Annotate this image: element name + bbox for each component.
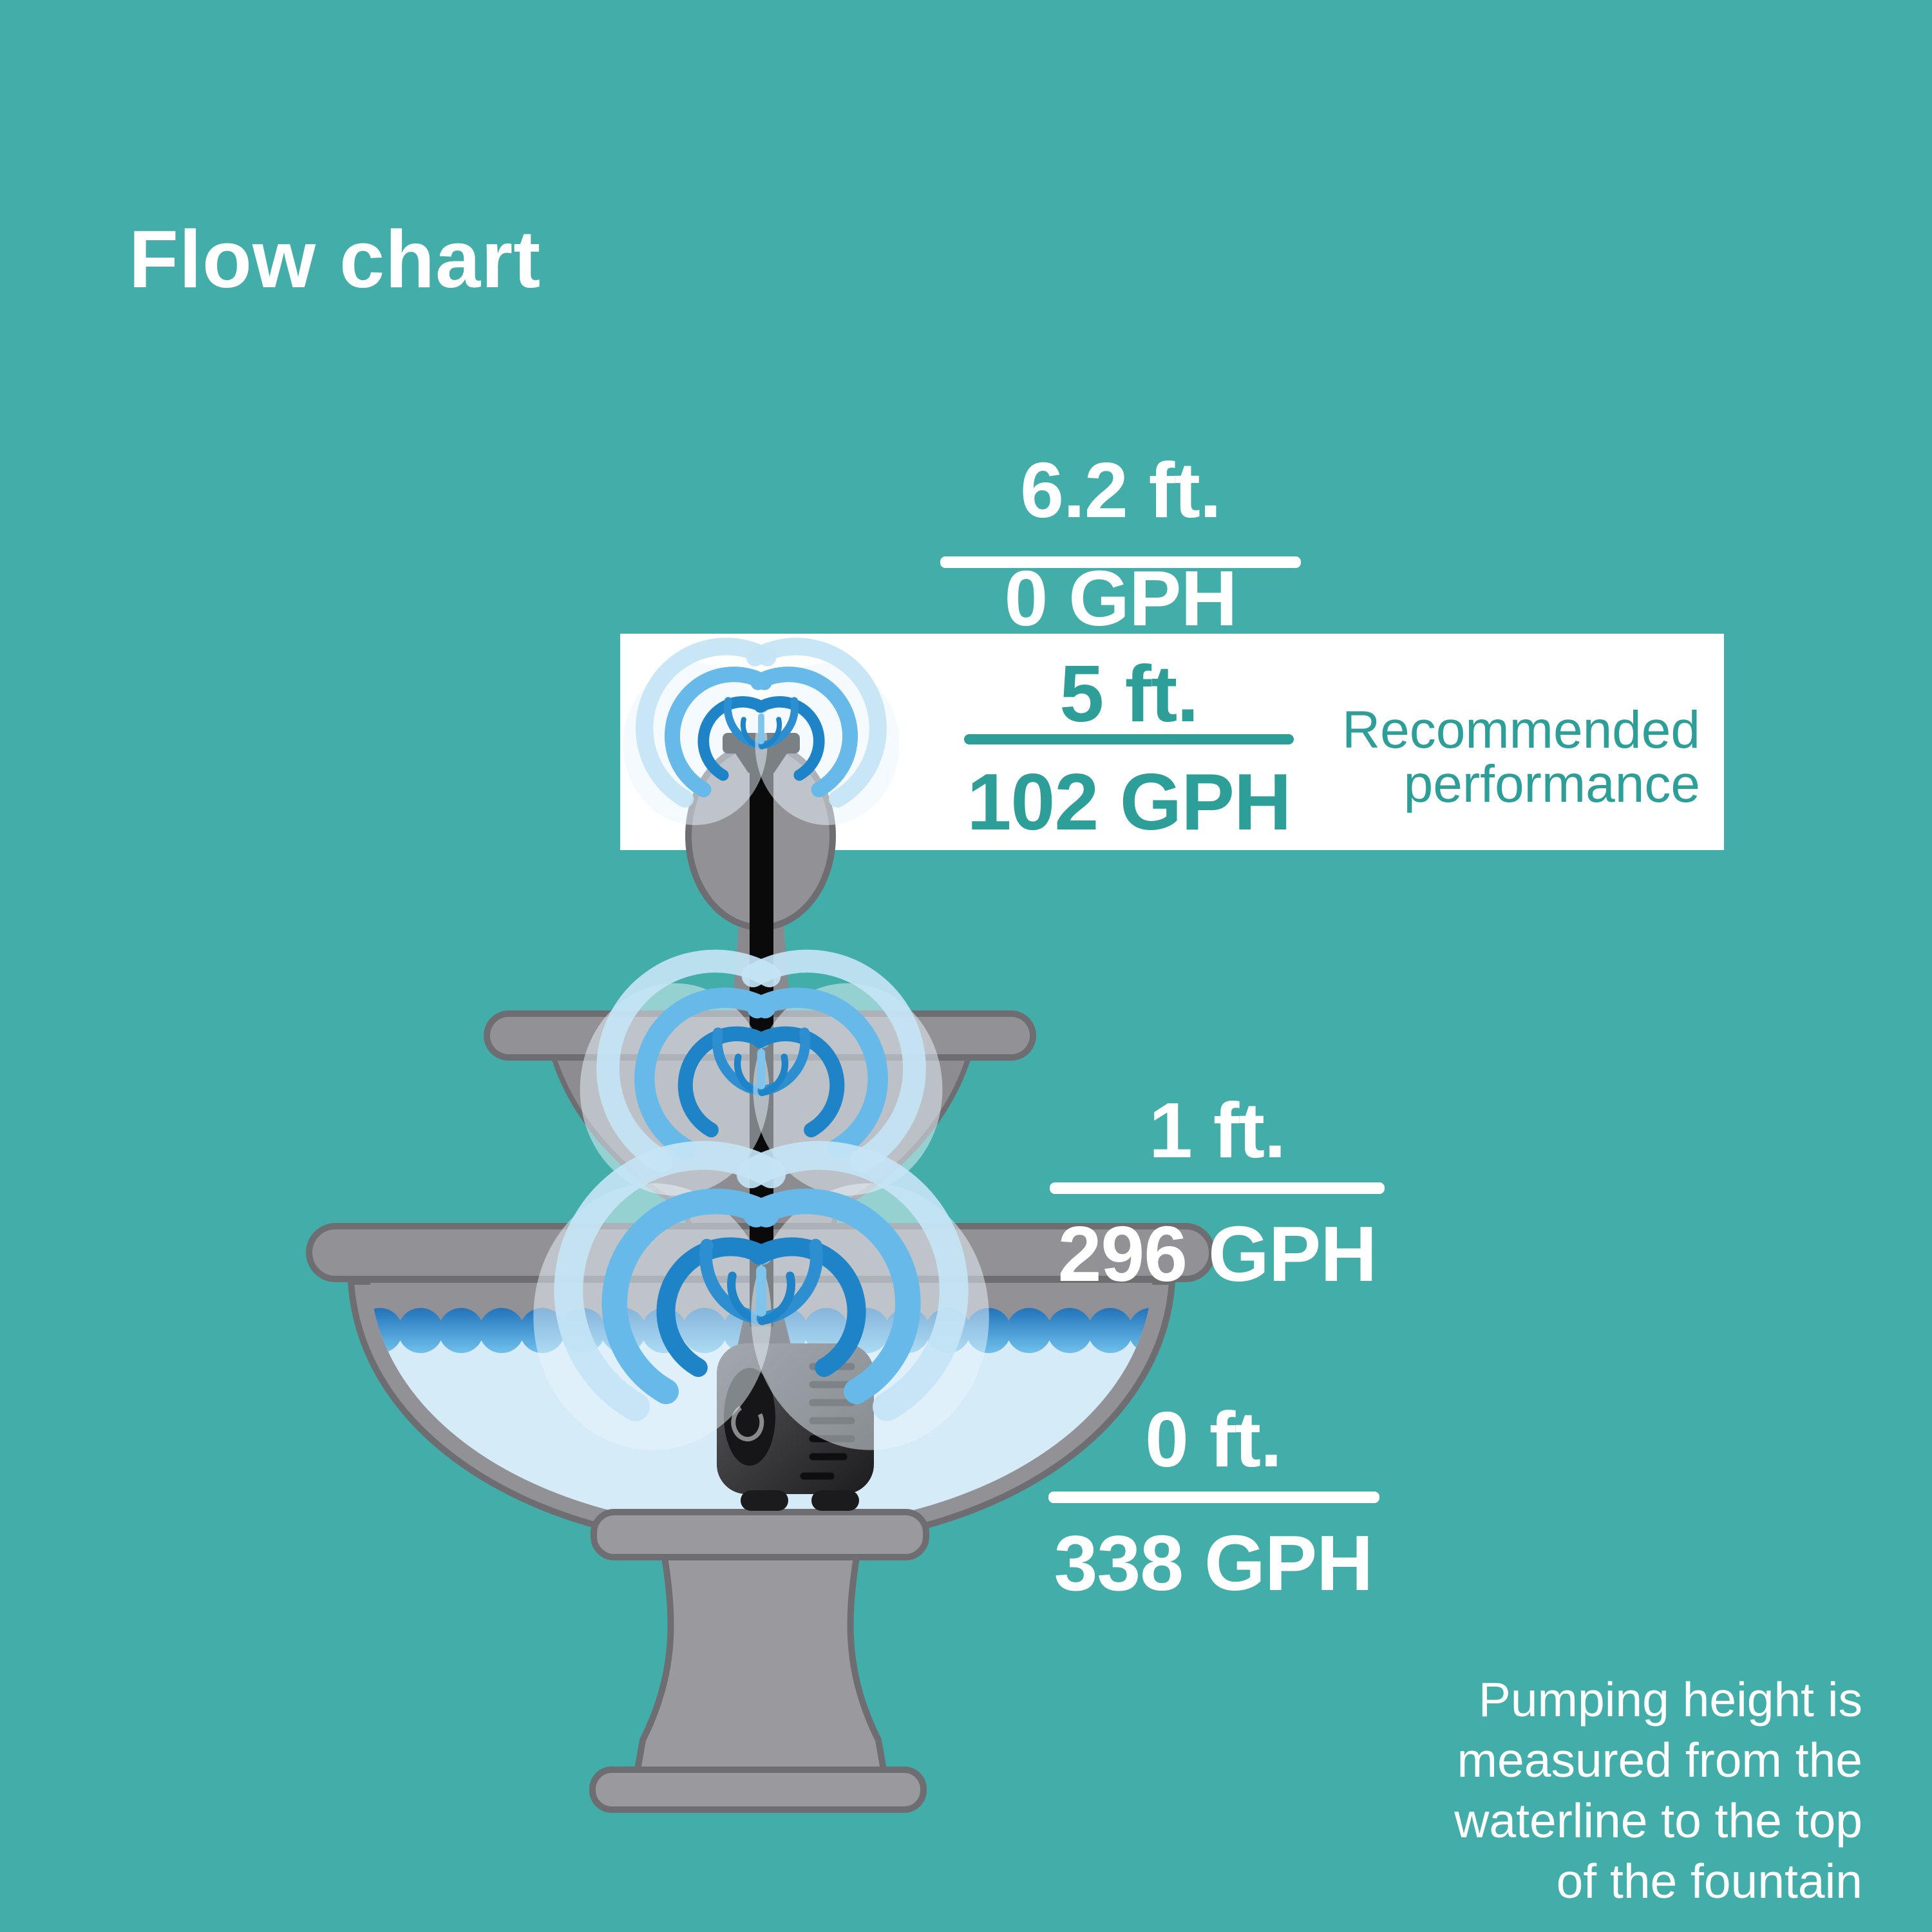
recommended-note: Recommended performance [1185, 703, 1700, 811]
divider-line-0ft [1048, 1492, 1379, 1503]
footnote-line4: of the fountain [1556, 1854, 1862, 1908]
spec-recommended-height-label: 5 ft. [1059, 650, 1198, 739]
spec-0ft-height-label: 0 ft. [1145, 1396, 1282, 1483]
footnote-line3: waterline to the top [1454, 1794, 1862, 1848]
recommended-note-line2: performance [1403, 755, 1700, 813]
divider-line-recommended [964, 734, 1294, 744]
recommended-note-line1: Recommended [1341, 701, 1700, 759]
spec-max-height-label: 6.2 ft. [1020, 446, 1222, 534]
footnote: Pumping height is measured from the wate… [1217, 1669, 1862, 1911]
page-title: Flow chart [129, 214, 542, 305]
footnote-line2: measured from the [1457, 1733, 1862, 1787]
spec-recommended-flow-label: 102 GPH [967, 758, 1291, 847]
fountain-pedestal [589, 1509, 929, 1813]
footnote-line1: Pumping height is [1478, 1672, 1862, 1727]
divider-line-max [940, 556, 1301, 568]
spec-1ft-height-label: 1 ft. [1149, 1086, 1286, 1174]
spec-1ft-flow-label: 296 GPH [1057, 1210, 1378, 1298]
divider-line-1ft [1050, 1182, 1385, 1194]
spec-0ft-flow-label: 338 GPH [1054, 1519, 1374, 1607]
spec-max-flow-label: 0 GPH [1004, 554, 1237, 642]
